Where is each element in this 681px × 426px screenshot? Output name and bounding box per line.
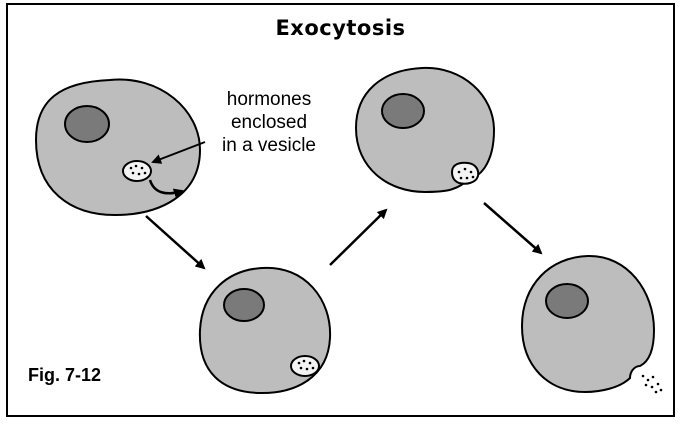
cell-membrane bbox=[522, 256, 654, 392]
vesicle bbox=[291, 356, 319, 376]
cell-stage-4 bbox=[522, 256, 662, 393]
vesicle bbox=[452, 163, 478, 184]
callout-line: enclosed bbox=[194, 111, 344, 134]
figure-label: Fig. 7-12 bbox=[28, 365, 101, 386]
nucleus bbox=[224, 289, 264, 321]
cell-stage-1 bbox=[36, 80, 200, 215]
vesicle-callout-label: hormones enclosed in a vesicle bbox=[194, 88, 344, 157]
stage-arrow-2-to-3 bbox=[330, 210, 386, 265]
stage-arrow-1-to-2 bbox=[146, 216, 204, 268]
vesicle bbox=[123, 161, 151, 181]
diagram-title: Exocytosis bbox=[0, 16, 681, 40]
released-hormones bbox=[642, 375, 663, 394]
nucleus bbox=[65, 106, 109, 142]
nucleus bbox=[382, 94, 424, 128]
cell-stage-2 bbox=[200, 268, 330, 393]
callout-line: in a vesicle bbox=[194, 134, 344, 157]
cell-stage-3 bbox=[356, 68, 494, 192]
cell-membrane bbox=[36, 80, 200, 215]
nucleus bbox=[546, 284, 588, 318]
stage-arrow-3-to-4 bbox=[484, 203, 541, 253]
callout-line: hormones bbox=[194, 88, 344, 111]
